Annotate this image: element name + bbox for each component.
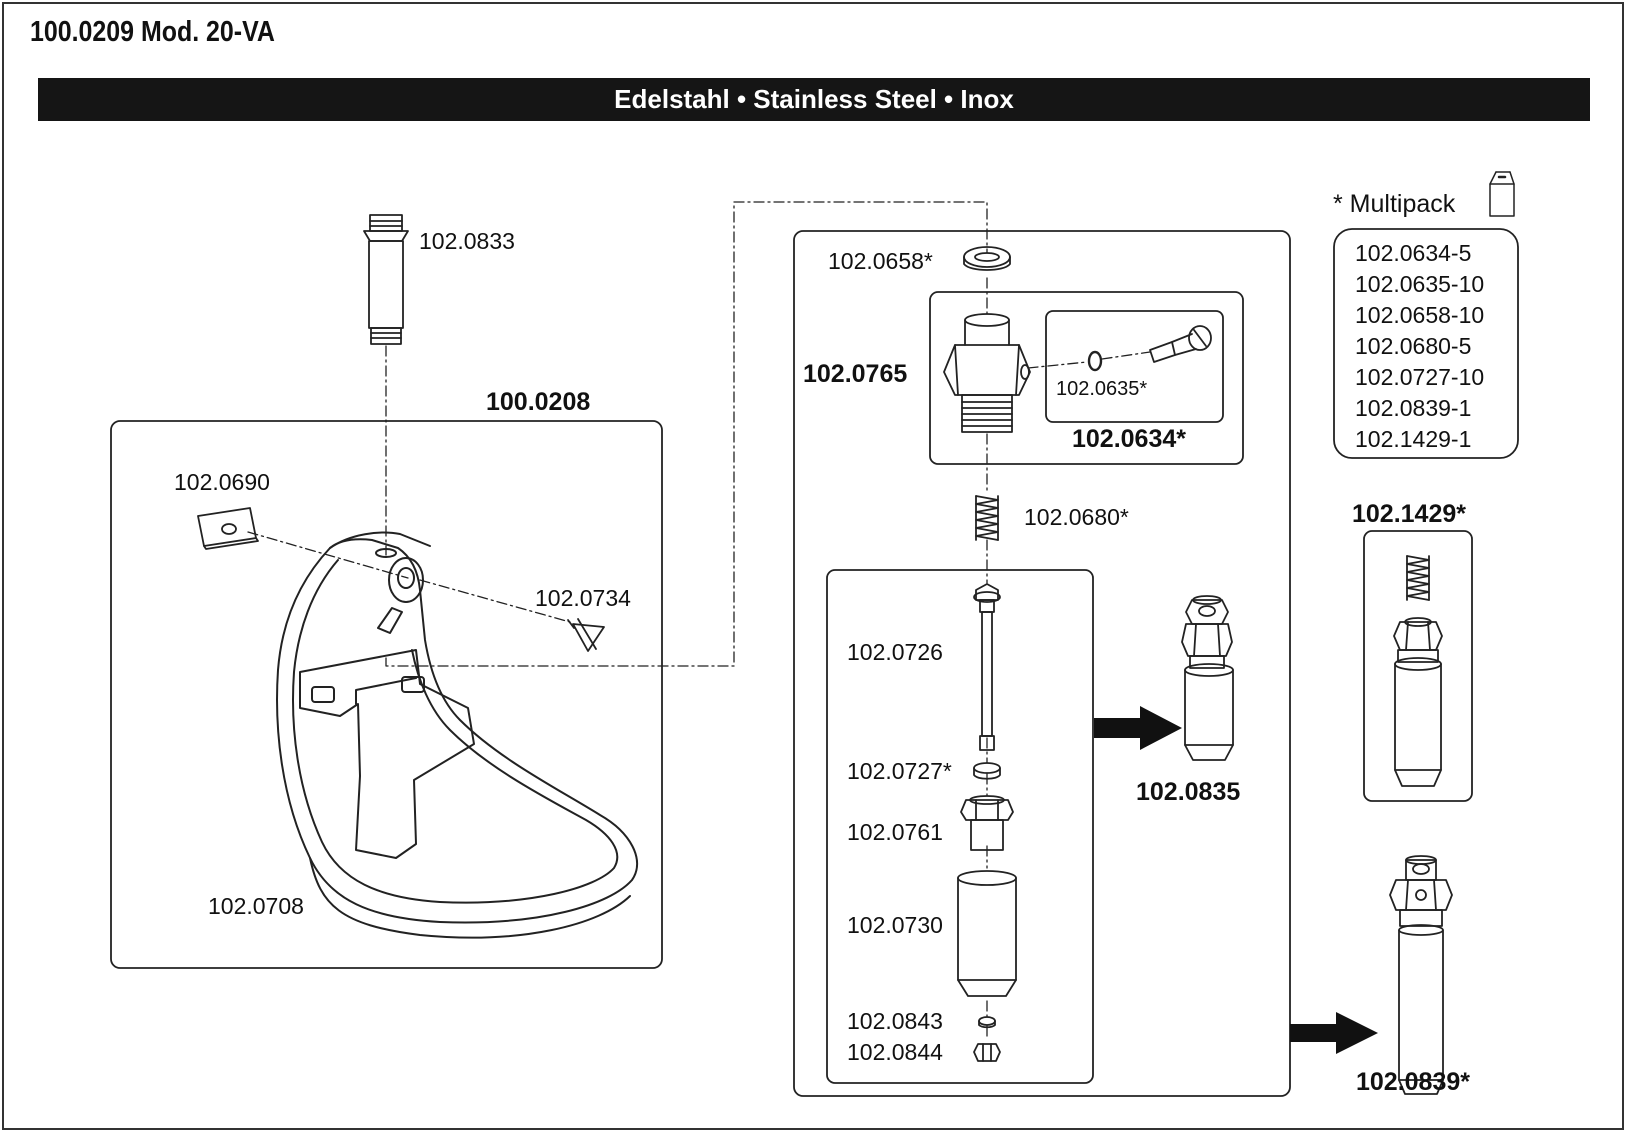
stem-0726-part (973, 583, 1001, 751)
valve-internal-box (826, 569, 1094, 1084)
washer-0843-part (978, 1016, 996, 1029)
multipack-item: 102.1429-1 (1355, 426, 1472, 452)
valve-body-0765-label: 102.0765 (803, 360, 908, 388)
spring-0680-label: 102.0680* (1024, 504, 1129, 530)
valve-assembly-box (793, 230, 1291, 1097)
kit-0839-part (1389, 855, 1453, 1095)
sleeve-0730-part (957, 870, 1017, 997)
seal-0727-part (973, 762, 1001, 780)
kit-1429-box (1363, 530, 1473, 802)
material-banner-text: Edelstahl • Stainless Steel • Inox (614, 84, 1014, 114)
screw-0734-label: 102.0734 (535, 585, 631, 611)
nut-body-0761-label: 102.0761 (847, 819, 943, 845)
oring-kit-box (1045, 310, 1224, 423)
arrow-right-icon (1094, 706, 1182, 750)
nut-0844-label: 102.0844 (847, 1039, 943, 1065)
bowl-0708-part (276, 531, 638, 939)
document-title: 100.0209 Mod. 20-VA (30, 16, 275, 48)
oring-0635-part (1087, 350, 1103, 372)
pipe-0833-part (363, 214, 409, 345)
multipack-item: 102.0658-10 (1355, 302, 1485, 328)
nut-0844-part (973, 1043, 1001, 1062)
multipack-heading: * Multipack (1333, 190, 1456, 218)
arrow-right-icon (1290, 1012, 1378, 1054)
clamp-plate-0690-part (197, 507, 259, 550)
stem-0726-label: 102.0726 (847, 639, 943, 665)
kit-1429-part (1393, 555, 1443, 787)
bowl-assembly-label: 100.0208 (486, 388, 591, 416)
washer-0658-label: 102.0658* (828, 248, 933, 274)
set-screw-part (1149, 325, 1212, 363)
spring-0680-part (975, 495, 999, 541)
nut-body-0761-part (960, 795, 1014, 851)
pipe-0833-label: 102.0833 (419, 228, 515, 254)
valve-assembly-0835-label: 102.0835 (1136, 778, 1241, 806)
seal-0727-label: 102.0727* (847, 758, 952, 784)
multipack-item: 102.0839-1 (1355, 395, 1472, 421)
screw-0734-part (567, 618, 605, 652)
washer-0843-label: 102.0843 (847, 1008, 943, 1034)
set-kit-0634-label: 102.0634* (1072, 425, 1187, 453)
multipack-item: 102.0634-5 (1355, 240, 1472, 266)
multipack-item: 102.0635-10 (1355, 271, 1485, 297)
bowl-0708-label: 102.0708 (208, 893, 304, 919)
multipack-box-icon (1489, 171, 1515, 217)
leader-lines (247, 201, 1151, 1041)
multipack-item: 102.0680-5 (1355, 333, 1472, 359)
material-banner: Edelstahl • Stainless Steel • Inox (38, 78, 1590, 121)
oring-0635-label: 102.0635* (1056, 378, 1148, 400)
kit-1429-label: 102.1429* (1352, 500, 1467, 528)
valve-assembly-0835-part (1181, 595, 1234, 761)
washer-0658-part (963, 246, 1011, 271)
kit-0839-label: 102.0839* (1356, 1068, 1471, 1096)
multipack-list-box (1333, 228, 1519, 459)
multipack-item: 102.0727-10 (1355, 364, 1485, 390)
bowl-assembly-box (110, 420, 663, 969)
sleeve-0730-label: 102.0730 (847, 912, 943, 938)
valve-body-0765-part (943, 313, 1031, 433)
valve-body-box (929, 291, 1244, 465)
clamp-plate-0690-label: 102.0690 (174, 469, 270, 495)
